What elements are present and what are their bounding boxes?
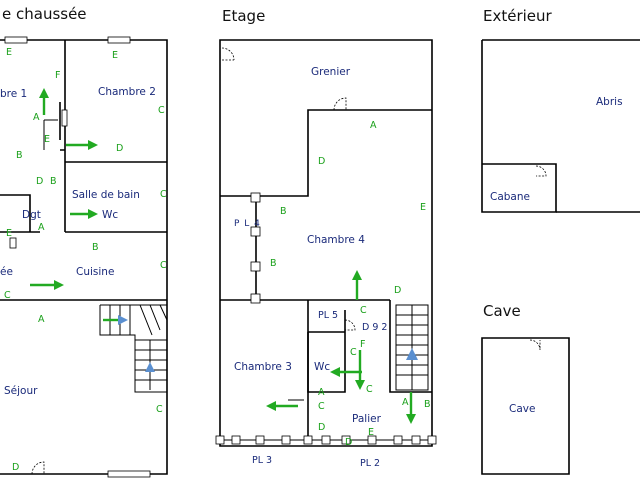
wall-label: A (38, 314, 45, 325)
wall-label: F (55, 70, 60, 81)
room-pl4[interactable]: P L 4 (234, 219, 261, 229)
room-wc-rdc[interactable]: Wc (102, 209, 118, 221)
wall-label: A (402, 397, 409, 408)
wall-label: D (318, 156, 325, 167)
wall-label: F (360, 339, 365, 350)
room-chambre-1[interactable]: bre 1 (0, 88, 27, 100)
room-palier[interactable]: Palier (352, 413, 382, 425)
rdc-stairs[interactable] (99, 304, 168, 393)
room-grenier[interactable]: Grenier (311, 66, 351, 78)
stair-arrow-icon (118, 315, 128, 325)
wall-label: E (44, 134, 50, 145)
room-d92[interactable]: D 9 2 (362, 322, 387, 333)
room-abris[interactable]: Abris (596, 96, 623, 108)
cave-walls (481, 337, 570, 475)
wall-label: A (38, 222, 45, 233)
wall-label: A (370, 120, 377, 131)
wall-label: E (420, 202, 426, 213)
wall-label: C (160, 260, 167, 271)
section-title-rdc: e chaussée (2, 5, 87, 23)
wall-label: D (394, 285, 401, 296)
wall-label: D (36, 176, 43, 187)
wall-label: D (12, 462, 19, 473)
room-dgt[interactable]: Dgt (22, 209, 41, 221)
wall-label: E (368, 427, 374, 438)
room-wc-etage[interactable]: Wc (314, 361, 330, 373)
wall-label: D (116, 143, 123, 154)
room-entree[interactable]: ée (0, 266, 13, 278)
wall-label: A (318, 387, 325, 398)
room-chambre-3[interactable]: Chambre 3 (234, 361, 292, 373)
room-cave[interactable]: Cave (509, 403, 535, 415)
wall-label: C (318, 401, 325, 412)
wall-label: C (156, 404, 163, 415)
room-cuisine[interactable]: Cuisine (76, 266, 114, 278)
room-salle-de-bain[interactable]: Salle de bain (72, 189, 140, 201)
exterieur-walls (481, 39, 640, 213)
room-pl5[interactable]: PL 5 (318, 310, 338, 321)
wall-label: B (424, 399, 431, 410)
room-sejour[interactable]: Séjour (4, 385, 38, 397)
wall-label: B (50, 176, 57, 187)
wall-label: D (318, 422, 325, 433)
wall-label: B (270, 258, 277, 269)
room-pl2[interactable]: PL 2 (360, 458, 380, 469)
room-cabane[interactable]: Cabane (490, 191, 530, 203)
wall-label: B (280, 206, 287, 217)
wall-label: A (33, 112, 40, 123)
wall-label: E (112, 50, 118, 61)
rdc-walls (0, 36, 168, 478)
wall-label: C (160, 189, 167, 200)
room-chambre-4[interactable]: Chambre 4 (307, 234, 365, 246)
wall-label: E (6, 228, 12, 239)
room-chambre-2[interactable]: Chambre 2 (98, 86, 156, 98)
wall-label: C (4, 290, 11, 301)
stair-arrow-icon (145, 362, 155, 372)
etage-arrows (266, 270, 416, 424)
etage-stairs[interactable] (395, 304, 429, 391)
section-title-etage: Etage (222, 7, 265, 25)
wall-label: E (6, 47, 12, 58)
wall-label: B (16, 150, 23, 161)
etage-walls (215, 39, 437, 447)
wall-label: C (366, 384, 373, 395)
section-title-exterieur: Extérieur (483, 7, 553, 25)
section-title-cave: Cave (483, 302, 521, 320)
wall-label: C (158, 105, 165, 116)
wall-label: C (350, 347, 357, 358)
wall-label: D (345, 437, 352, 448)
stair-arrow-icon (406, 348, 418, 360)
rdc-arrows (30, 88, 118, 322)
room-pl3[interactable]: PL 3 (252, 455, 272, 466)
wall-label: C (360, 305, 367, 316)
wall-label: B (92, 242, 99, 253)
